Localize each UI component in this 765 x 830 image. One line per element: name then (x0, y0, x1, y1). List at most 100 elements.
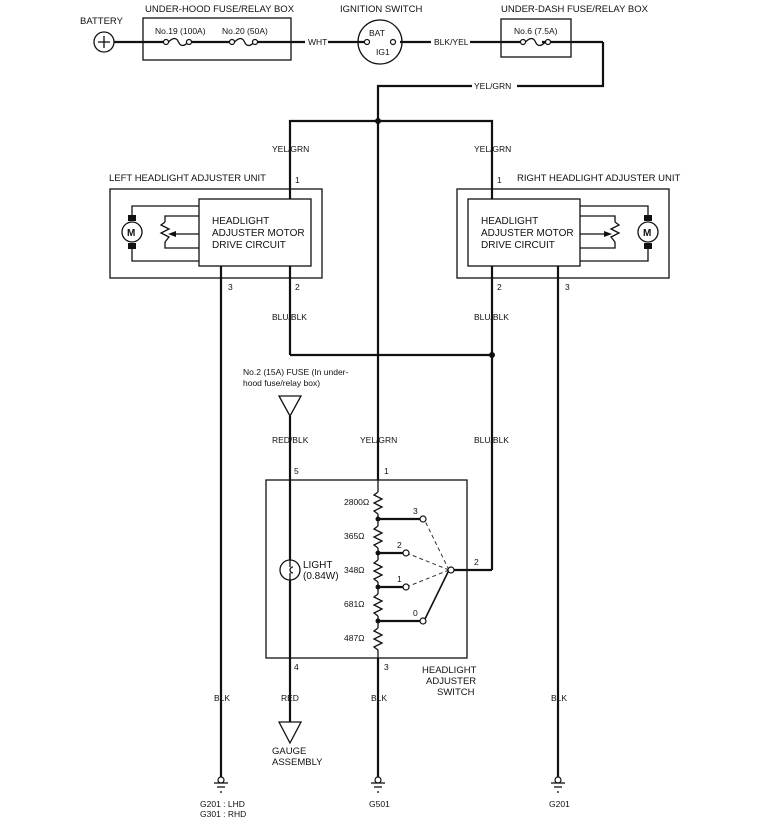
right-unit-outline (456, 188, 670, 279)
left-drive-circuit-box (198, 198, 312, 267)
right-drive-circuit-box (467, 198, 581, 267)
light-rating: (0.84W) (303, 571, 339, 582)
switch-position-1[interactable]: 1 (378, 574, 410, 591)
right-pin-3: 3 (565, 282, 570, 292)
blu-blk-bus (288, 266, 495, 572)
left-motor-label: M (127, 228, 135, 239)
battery-plus-icon (93, 31, 115, 53)
ground-icon (371, 776, 385, 793)
position-0-label: 0 (413, 608, 418, 618)
wire-label-red-blk: RED/BLK (272, 435, 309, 445)
battery-label: BATTERY (80, 16, 124, 27)
underhood-box-title: UNDER-HOOD FUSE/RELAY BOX (145, 4, 295, 15)
resistor-3-value: 348Ω (344, 565, 365, 575)
ground-icon (551, 776, 565, 793)
wire-label-blk-left: BLK (214, 693, 230, 703)
wire-label-yel-grn-switch: YEL/GRN (360, 435, 397, 445)
switch-pin-4: 4 (294, 662, 299, 672)
terminal-bat-label: BAT (369, 28, 385, 38)
fuse-no2-line-2: hood fuse/relay box) (243, 378, 320, 388)
right-motor-label: M (643, 228, 651, 239)
wire-label-blu-blk-left: BLU/BLK (272, 312, 307, 322)
headlight-adjuster-switch: 5 1 2 4 3 HEADLIGHT ADJUSTER SWITCH LIGH… (265, 466, 479, 780)
ground-middle-label: G501 (369, 799, 390, 809)
switch-position-2[interactable]: 2 (378, 540, 410, 557)
ignition-switch-body (357, 19, 403, 65)
gauge-assembly: GAUGE ASSEMBLY (272, 721, 323, 768)
ground-g201-right: G201 (549, 776, 570, 809)
fuse-no2: No.2 (15A) FUSE (In under- hood fuse/rel… (243, 367, 349, 480)
fuse-no20-icon (228, 37, 259, 47)
right-circuit-line-1: HEADLIGHT (481, 216, 538, 227)
feed-wires (114, 40, 605, 121)
left-headlight-adjuster-unit: LEFT HEADLIGHT ADJUSTER UNIT HEADLIGHT A… (109, 173, 323, 292)
switch-title-line-2: ADJUSTER (426, 676, 476, 687)
switch-outline (265, 479, 468, 659)
right-headlight-adjuster-unit: RIGHT HEADLIGHT ADJUSTER UNIT HEADLIGHT … (456, 173, 680, 292)
right-motor-icon: M (580, 205, 659, 262)
right-potentiometer-icon (580, 215, 621, 249)
wire-label-blk-right: BLK (551, 693, 567, 703)
left-pin-1: 1 (295, 175, 300, 185)
light-bulb-icon (279, 559, 301, 581)
wire-label-blk-yel: BLK/YEL (434, 37, 469, 47)
wire-label-yel-grn-right: YEL/GRN (474, 144, 511, 154)
left-pin-3: 3 (228, 282, 233, 292)
terminal-ig1 (389, 38, 397, 46)
position-3-label: 3 (413, 506, 418, 516)
underdash-box-title: UNDER-DASH FUSE/RELAY BOX (501, 4, 649, 15)
terminal-bat (363, 38, 371, 46)
light-label: LIGHT (303, 560, 332, 571)
switch-position-0[interactable]: 0 (378, 608, 427, 625)
ground-left-label-2: G301 : RHD (200, 809, 246, 819)
ground-right-label: G201 (549, 799, 570, 809)
gauge-connector-triangle-icon (277, 721, 303, 745)
left-pin-2: 2 (295, 282, 300, 292)
underhood-fuse-relay-box: UNDER-HOOD FUSE/RELAY BOX No.19 (100A) N… (142, 4, 295, 61)
ignition-switch: IGNITION SWITCH BAT IG1 (340, 4, 422, 65)
switch-wiper[interactable] (408, 520, 455, 620)
fuse-no2-line-1: No.2 (15A) FUSE (In under- (243, 367, 349, 377)
battery: BATTERY (80, 16, 124, 53)
position-1-label: 1 (397, 574, 402, 584)
right-pin-1: 1 (497, 175, 502, 185)
wire-label-blu-blk-right: BLU/BLK (474, 312, 509, 322)
left-unit-outline (109, 188, 323, 279)
left-circuit-line-1: HEADLIGHT (212, 216, 269, 227)
fuse-no6-icon (519, 37, 552, 47)
switch-title-line-3: SWITCH (437, 687, 475, 698)
left-circuit-line-3: DRIVE CIRCUIT (212, 240, 286, 251)
position-2-label: 2 (397, 540, 402, 550)
fuse-no19-icon (162, 37, 193, 47)
ignition-switch-title: IGNITION SWITCH (340, 4, 422, 15)
switch-pin-5: 5 (294, 466, 299, 476)
terminal-ig1-label: IG1 (376, 47, 390, 57)
left-motor-icon: M (121, 205, 199, 262)
underhood-box-outline (142, 17, 292, 61)
left-unit-title: LEFT HEADLIGHT ADJUSTER UNIT (109, 173, 266, 184)
resistor-2-value: 365Ω (344, 531, 365, 541)
wire-label-wht: WHT (308, 37, 327, 47)
resistor-1-value: 2800Ω (344, 497, 369, 507)
left-circuit-line-2: ADJUSTER MOTOR (212, 228, 305, 239)
left-potentiometer-icon (159, 215, 199, 249)
ground-g201-left: G201 : LHD G301 : RHD (200, 776, 246, 819)
right-pin-2: 2 (497, 282, 502, 292)
right-unit-title: RIGHT HEADLIGHT ADJUSTER UNIT (517, 173, 680, 184)
resistor-ladder (372, 480, 384, 658)
switch-position-3[interactable]: 3 (378, 506, 427, 523)
yel-grn-distribution (288, 118, 494, 480)
gauge-line-1: GAUGE (272, 746, 306, 757)
fuse-no19-label: No.19 (100A) (155, 26, 206, 36)
switch-pin-2: 2 (474, 557, 479, 567)
fuse-no6-label: No.6 (7.5A) (514, 26, 558, 36)
fuse-no20-label: No.20 (50A) (222, 26, 268, 36)
wire-label-red: RED (281, 693, 299, 703)
switch-pin-3: 3 (384, 662, 389, 672)
ground-icon (214, 776, 228, 793)
switch-pin-1: 1 (384, 466, 389, 476)
ground-left-label-1: G201 : LHD (200, 799, 245, 809)
resistor-5-value: 487Ω (344, 633, 365, 643)
fuse-connector-triangle-icon (277, 395, 303, 418)
